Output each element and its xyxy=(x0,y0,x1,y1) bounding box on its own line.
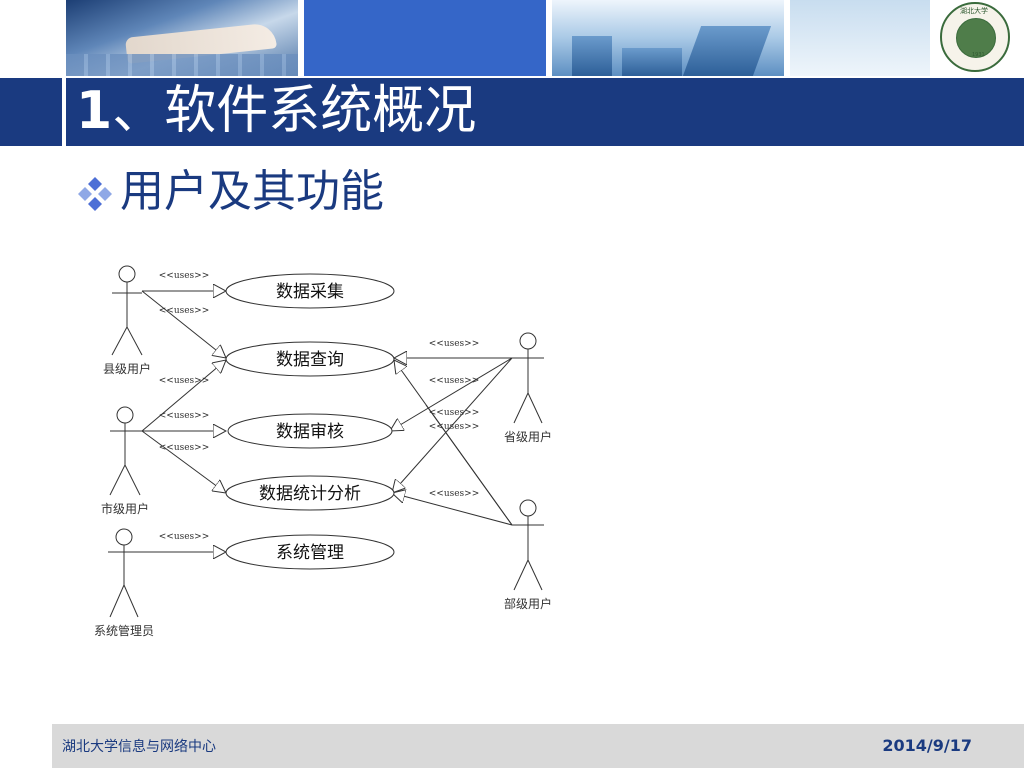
stereotype-label: <<uses>> xyxy=(159,443,210,453)
slide-subtitle: 用户及其功能 xyxy=(76,160,384,224)
actor-county xyxy=(111,265,143,356)
actor-county-label: 县级用户 xyxy=(103,361,151,376)
header-blue-block xyxy=(304,0,546,76)
header-image-strip: 湖北大学 1931 xyxy=(0,0,1024,78)
logo-seal-icon: 湖北大学 1931 xyxy=(940,2,1010,72)
stereotype-label: <<uses>> xyxy=(159,376,210,386)
university-logo: 湖北大学 1931 xyxy=(936,0,1024,76)
use-case-query: 数据查询 xyxy=(225,341,395,377)
stereotype-label: <<uses>> xyxy=(159,306,210,316)
actor-province-label: 省级用户 xyxy=(504,429,552,444)
stereotype-label: <<uses>> xyxy=(159,532,210,542)
slide-title-number: 1 xyxy=(76,81,113,141)
use-case-stats-label: 数据统计分析 xyxy=(259,484,361,504)
use-case-diagram: 数据采集 数据查询 数据审核 数据统计分析 系统管理 <<uses>> <<us… xyxy=(94,265,552,638)
logo-year: 1931 xyxy=(972,52,985,58)
footer-org: 湖北大学信息与网络中心 xyxy=(62,739,216,755)
actor-ministry xyxy=(512,499,544,591)
header-photo-sky xyxy=(790,0,930,76)
actor-admin-label: 系统管理员 xyxy=(94,623,154,638)
stereotype-label: <<uses>> xyxy=(159,411,210,421)
stereotype-label: <<uses>> xyxy=(429,408,480,418)
use-case-audit-label: 数据审核 xyxy=(276,422,344,442)
actor-city-label: 市级用户 xyxy=(101,501,149,516)
stereotype-label: <<uses>> xyxy=(429,489,480,499)
use-case-manage: 系统管理 xyxy=(225,534,395,570)
use-case-query-label: 数据查询 xyxy=(276,350,344,370)
footer-bar: 湖北大学信息与网络中心 2014/9/17 xyxy=(52,724,1024,768)
stereotype-labels: <<uses>> <<uses>> <<uses>> <<uses>> <<us… xyxy=(159,271,480,542)
header-photo-buildings xyxy=(552,0,784,76)
stereotype-label: <<uses>> xyxy=(429,376,480,386)
use-case-manage-label: 系统管理 xyxy=(276,543,344,563)
actor-ministry-label: 部级用户 xyxy=(504,596,552,611)
logo-name: 湖北大学 xyxy=(960,7,988,15)
use-case-stats: 数据统计分析 xyxy=(225,475,395,511)
stereotype-label: <<uses>> xyxy=(159,271,210,281)
use-case-collect-label: 数据采集 xyxy=(276,282,344,302)
stereotype-label: <<uses>> xyxy=(429,339,480,349)
use-case-audit: 数据审核 xyxy=(227,413,393,449)
actor-admin xyxy=(108,528,140,618)
stereotype-label: <<uses>> xyxy=(429,422,480,432)
footer-date: 2014/9/17 xyxy=(882,736,972,755)
actor-city xyxy=(109,406,142,496)
diamond-bullet-icon xyxy=(78,177,112,211)
title-bar xyxy=(0,78,1024,146)
associations xyxy=(130,291,513,552)
slide-subtitle-text: 用户及其功能 xyxy=(120,166,384,217)
use-case-collect: 数据采集 xyxy=(225,273,395,309)
slide-title-text: 、软件系统概况 xyxy=(112,81,477,141)
actor-province xyxy=(512,332,544,424)
slide-title: 1、软件系统概况 xyxy=(76,76,476,146)
header-photo-keyboard xyxy=(66,0,298,76)
